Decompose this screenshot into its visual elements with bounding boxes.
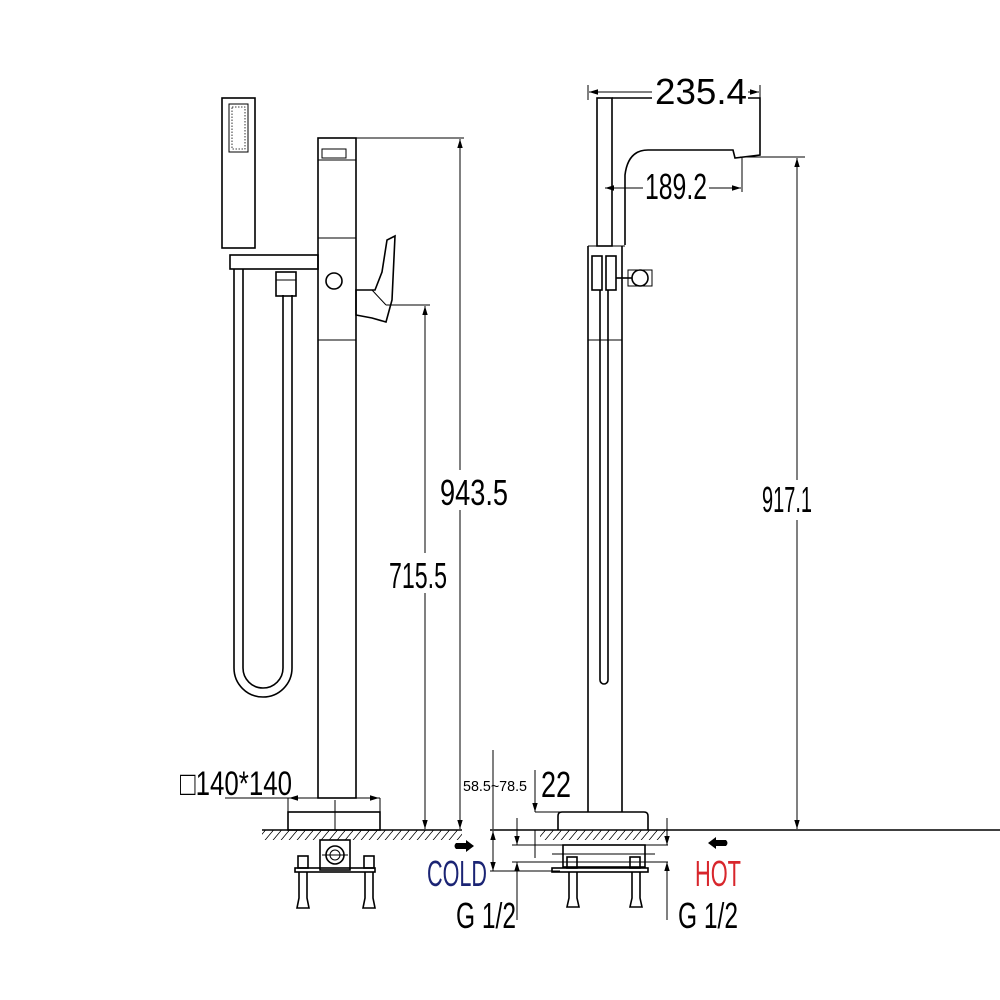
side-column (587, 246, 623, 812)
dim-base-size: □140*140 (180, 765, 292, 803)
dim-spout-outlet: 189.2 (645, 166, 707, 207)
side-hose (599, 290, 609, 685)
diverter-button (325, 272, 343, 290)
hot-label: HOT (695, 853, 741, 894)
anchor-bolts-left (296, 855, 376, 909)
anchor-bolts-right (566, 856, 643, 908)
shower-holder-arm (229, 254, 319, 270)
hose-connector (275, 271, 297, 297)
main-column (317, 137, 357, 799)
side-view: 235.4 189.2 917.1 58.5~78.5 22 (463, 71, 1000, 920)
front-view: 943.5 715.5 □140*140 (180, 97, 508, 909)
dim-base-thickness: 22 (541, 764, 571, 805)
hot-inlet-arrow-icon (708, 837, 728, 849)
dim-floor-range: 58.5~78.5 (463, 778, 527, 795)
dim-spout-height: 917.1 (762, 479, 812, 520)
shower-hose (233, 269, 293, 698)
hand-shower (221, 97, 256, 249)
mixer-lever (355, 234, 396, 323)
cold-thread-label: G 1/2 (456, 895, 516, 936)
cold-inlet-arrow-icon (454, 840, 474, 852)
dim-overall-height: 943.5 (440, 472, 508, 513)
dim-spout-reach: 235.4 (655, 71, 747, 112)
hot-thread-label: G 1/2 (678, 895, 738, 936)
side-lever-knob (631, 269, 649, 287)
floor-base-plate (287, 811, 381, 831)
cold-label: COLD (427, 853, 487, 894)
upper-tube (596, 97, 613, 247)
dim-handle-height: 715.5 (389, 555, 447, 596)
side-base-plate (557, 811, 649, 830)
